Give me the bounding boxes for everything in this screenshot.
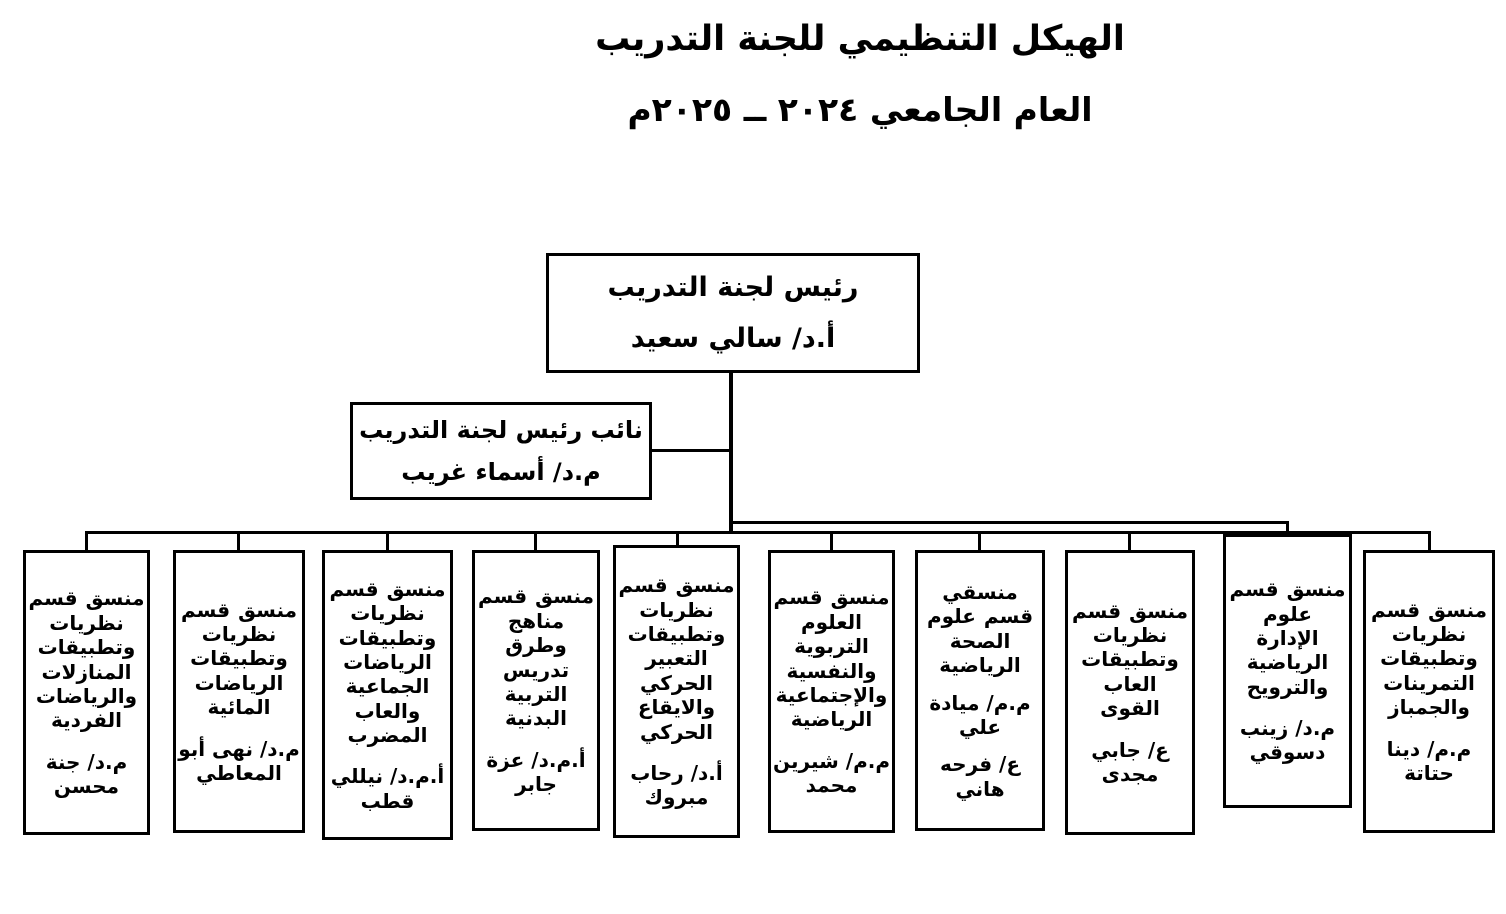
connector-rail-upper-drop: [1286, 521, 1289, 534]
dept-title: منسق قسم علوم الإدارة الرياضية والترويح: [1229, 577, 1346, 699]
dept-coordinator-name: م.د/ جنة محسن: [45, 749, 128, 799]
connector-stub-dept-8: [1128, 531, 1131, 553]
connector-vice-horizontal: [652, 449, 730, 452]
dept-coordinator-name: ع/ جابي مجدى: [1091, 737, 1169, 786]
dept-box-9: منسق قسم علوم الإدارة الرياضية والترويح …: [1223, 534, 1352, 808]
dept-box-8: منسق قسم نظريات وتطبيقات العاب القوى ع/ …: [1065, 550, 1195, 835]
connector-chairman-vertical: [729, 373, 733, 533]
dept-coordinator-name: أ.م.د/ نيللي قطب: [330, 764, 445, 813]
vice-chair-name: م.د/ أسماء غريب: [401, 458, 601, 486]
dept-coordinator-name: أ.د/ رحاب مبروك: [630, 760, 723, 810]
dept-coordinator-name: م.د/ نهى أبو المعاطي: [178, 736, 300, 785]
dept-box-6: منسق قسم العلوم التربوية والنفسية والإجت…: [768, 550, 895, 833]
dept-box-7: منسقي قسم علوم الصحة الرياضية م.م/ ميادة…: [915, 550, 1045, 831]
dept-box-1: منسق قسم نظريات وتطبيقات المنازلات والري…: [23, 550, 150, 835]
dept-coordinator-name: م.م/ دينا حتاتة: [1386, 736, 1472, 785]
dept-title: منسق قسم نظريات وتطبيقات العاب القوى: [1071, 598, 1189, 721]
chairman-name: أ.د/ سالي سعيد: [630, 323, 836, 354]
connector-stub-dept-3: [386, 531, 389, 553]
dept-title: منسق قسم نظريات وتطبيقات الرياضات المائي…: [180, 597, 298, 720]
dept-title: منسق قسم نظريات وتطبيقات التعبير الحركي …: [618, 573, 735, 744]
connector-stub-dept-5: [676, 531, 679, 548]
dept-box-5: منسق قسم نظريات وتطبيقات التعبير الحركي …: [613, 545, 740, 838]
dept-box-4: منسق قسم مناهج وطرق تدريس التربية البدني…: [472, 550, 600, 831]
dept-box-2: منسق قسم نظريات وتطبيقات الرياضات المائي…: [173, 550, 305, 833]
page-title: الهيكل التنظيمي للجنة التدريب العام الجا…: [520, 19, 1200, 129]
dept-title: منسق قسم نظريات وتطبيقات المنازلات والري…: [28, 586, 145, 733]
dept-coordinator-name: م.م/ ميادة علي: [929, 690, 1031, 739]
dept-title: منسق قسم نظريات وتطبيقات الرياضات الجماع…: [329, 576, 446, 748]
connector-stub-dept-2: [237, 531, 240, 553]
dept-title: منسق قسم مناهج وطرق تدريس التربية البدني…: [477, 584, 595, 731]
dept-box-10: منسق قسم نظريات وتطبيقات التمرينات والجم…: [1363, 550, 1495, 833]
connector-stub-dept-4: [534, 531, 537, 553]
vice-chair-box: نائب رئيس لجنة التدريب م.د/ أسماء غريب: [350, 402, 652, 500]
connector-rail-main: [85, 531, 1431, 534]
page-title-line2: العام الجامعي ٢٠٢٤ ــ ٢٠٢٥م: [627, 90, 1093, 129]
connector-stub-dept-1: [85, 531, 88, 553]
chairman-box: رئيس لجنة التدريب أ.د/ سالي سعيد: [546, 253, 920, 373]
connector-stub-dept-6: [830, 531, 833, 553]
connector-stub-dept-7: [978, 531, 981, 553]
vice-chair-role: نائب رئيس لجنة التدريب: [359, 416, 643, 444]
dept-coordinator-name: م.م/ شيرين محمد: [773, 748, 890, 798]
page-title-line1: الهيكل التنظيمي للجنة التدريب: [595, 19, 1125, 59]
connector-stub-dept-10: [1428, 531, 1431, 553]
dept-title: منسق قسم العلوم التربوية والنفسية والإجت…: [773, 585, 890, 732]
dept-coordinator-name-2: ع/ فرحه هاني: [939, 752, 1020, 801]
chairman-role: رئيس لجنة التدريب: [607, 272, 859, 303]
dept-coordinator-name: م.د/ زينب دسوقي: [1239, 716, 1336, 765]
dept-box-3: منسق قسم نظريات وتطبيقات الرياضات الجماع…: [322, 550, 453, 840]
dept-title: منسق قسم نظريات وتطبيقات التمرينات والجم…: [1370, 597, 1488, 720]
dept-title: منسقي قسم علوم الصحة الرياضية: [926, 579, 1034, 678]
connector-rail-upper: [729, 521, 1289, 524]
dept-coordinator-name: أ.م.د/ عزة جابر: [486, 747, 586, 797]
